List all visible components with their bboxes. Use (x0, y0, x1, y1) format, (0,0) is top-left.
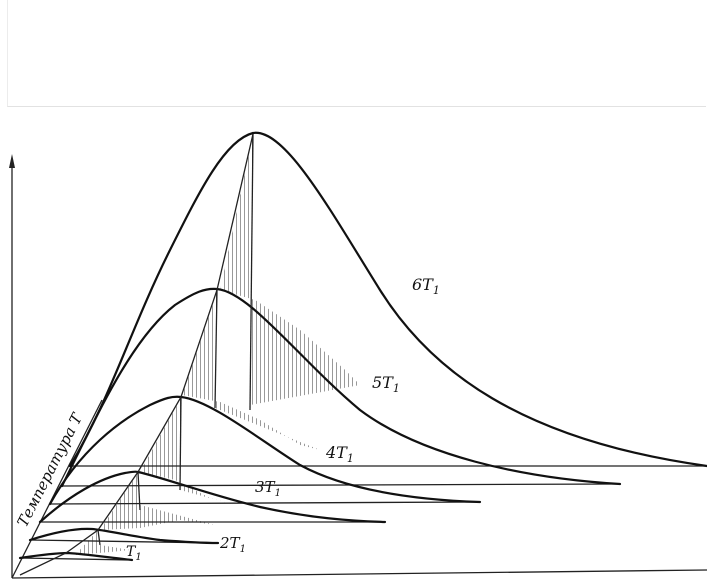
shaded-region-5 (182, 290, 320, 450)
vertical-axis-arrow (9, 154, 15, 168)
curve-label-3: 3T1 (255, 478, 281, 499)
curve-1 (18, 551, 134, 562)
curve-4 (48, 395, 482, 506)
axes (9, 154, 707, 579)
curve-label-5: 5T1 (372, 373, 400, 395)
peak-line-5 (214, 289, 218, 409)
curve-6 (68, 131, 707, 468)
curve-label-6: 6T1 (412, 275, 440, 297)
peak-line-6 (249, 133, 254, 411)
baseline-4 (49, 501, 481, 505)
temperature-axis-label: Температура T (14, 410, 87, 530)
peak-line-3 (137, 471, 141, 511)
curve-label-4: 4T1 (325, 443, 354, 465)
shaded-region-4 (140, 397, 235, 505)
curve-5 (60, 287, 622, 488)
peak-line-4 (179, 396, 182, 491)
radiation-curves (18, 131, 707, 562)
curve-label-1: T1 (126, 544, 142, 563)
shaded-region-6 (220, 134, 360, 405)
curve-baselines (19, 465, 707, 561)
baseline-axis (11, 569, 707, 579)
curve-labels: 6T1 5T1 4T1 3T1 2T1 T1 (126, 275, 440, 563)
baseline-1 (19, 557, 133, 561)
shaded-region-2 (75, 530, 130, 555)
peak-lines (97, 133, 254, 546)
curve-3 (38, 470, 387, 524)
baseline-5 (61, 483, 621, 487)
blank-header-panel (7, 0, 706, 107)
peak-line-2 (97, 529, 101, 546)
temperature-axis (11, 399, 103, 579)
curve-2 (28, 527, 220, 545)
shaded-regions (75, 134, 360, 555)
curve-label-2: 2T1 (219, 534, 246, 555)
peak-locus-line (19, 133, 254, 576)
